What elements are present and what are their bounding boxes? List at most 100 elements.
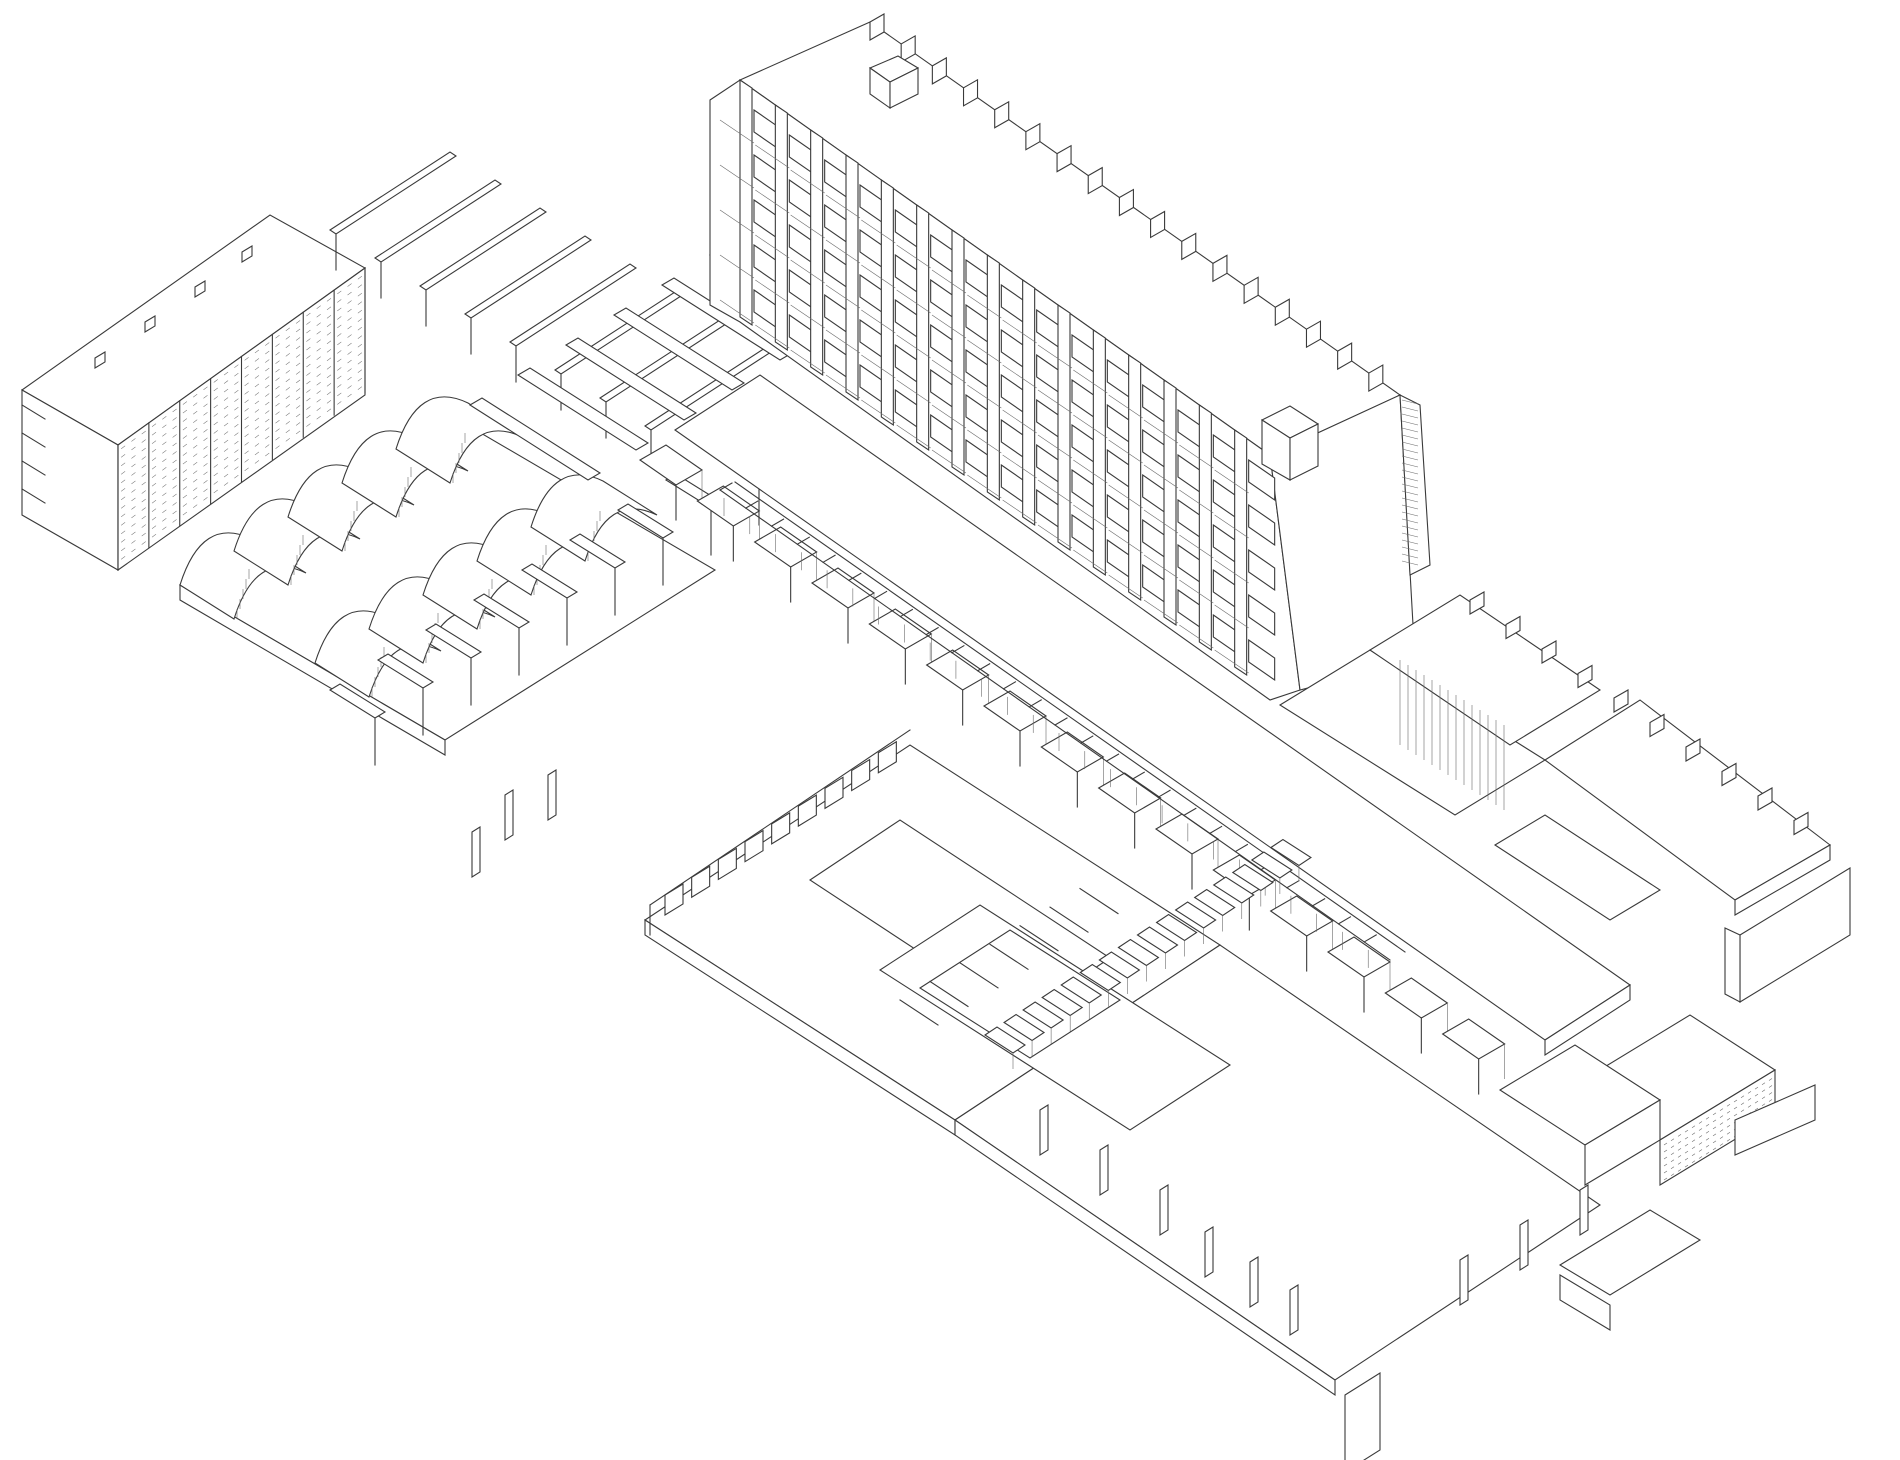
bay-floor-line xyxy=(1108,529,1143,554)
facade-perforation xyxy=(151,525,157,529)
facade-perforation xyxy=(203,403,208,408)
facade-perforation xyxy=(275,368,280,373)
facade-perforation xyxy=(213,489,218,494)
facade-perforation xyxy=(151,440,157,444)
corridor-rafter xyxy=(1208,825,1223,835)
screen-slot xyxy=(1726,1111,1731,1114)
tall-block-bays xyxy=(719,78,1276,682)
screen-slot xyxy=(1663,1170,1668,1174)
corridor-rafter xyxy=(1234,843,1249,853)
tall-block-end-wall xyxy=(1399,394,1431,576)
facade-perforation xyxy=(316,415,321,420)
facade-perforation xyxy=(337,341,342,346)
pergola-beam xyxy=(463,235,593,319)
facade-perforation xyxy=(141,447,146,452)
bay-floor-line xyxy=(1037,389,1073,414)
ground-column xyxy=(1039,1104,1049,1156)
bay-pier xyxy=(951,228,965,477)
facade-perforation xyxy=(306,321,311,325)
screen-slot xyxy=(1663,1156,1668,1160)
facade-perforation xyxy=(337,307,342,312)
facade-perforation xyxy=(316,347,321,352)
facade-perforation xyxy=(172,442,177,447)
screen-slot xyxy=(1740,1095,1745,1098)
facade-perforation xyxy=(182,401,188,405)
projecting-beam xyxy=(424,623,483,659)
slab-bay xyxy=(1154,813,1220,855)
facade-perforation xyxy=(193,410,198,415)
facade-perforation xyxy=(295,337,301,341)
screen-slot xyxy=(1733,1099,1738,1103)
facade-perforation xyxy=(193,402,198,406)
facade-perforation xyxy=(357,275,363,280)
facade-perforation xyxy=(193,461,198,466)
facade-perforation xyxy=(234,364,239,368)
inner-court-rib xyxy=(929,980,969,1008)
roof-fin xyxy=(1181,232,1197,261)
bay-pier xyxy=(880,178,894,427)
bay-floor-line xyxy=(1179,624,1214,649)
bay-floor-line xyxy=(896,334,931,359)
bay-floor-line xyxy=(1002,319,1037,344)
lower-wing-edge-beams xyxy=(649,729,911,936)
bay-floor-line xyxy=(1002,499,1037,524)
right-wing-fins xyxy=(1399,660,1505,810)
facade-perforation xyxy=(141,456,146,460)
facade-perforation xyxy=(306,346,311,351)
facade-perforation xyxy=(275,394,280,398)
screen-slot xyxy=(1726,1118,1731,1121)
facade-perforation xyxy=(193,436,198,440)
facade-perforation xyxy=(347,300,352,304)
screen-slot xyxy=(1698,1121,1703,1124)
facade-perforation xyxy=(254,375,260,379)
end-wall-course xyxy=(1401,420,1419,426)
slab-bay xyxy=(810,567,876,609)
corridor-rafter xyxy=(1002,681,1017,690)
facade-perforation xyxy=(326,306,332,311)
facade-perforation xyxy=(120,471,126,475)
facade-perforation xyxy=(162,441,167,446)
screen-slot xyxy=(1677,1162,1682,1165)
facade-perforation xyxy=(234,415,239,419)
facade-perforation xyxy=(162,526,167,531)
facade-perforation xyxy=(347,325,352,330)
facade-perforation xyxy=(162,509,167,514)
facade-perforation xyxy=(326,315,332,319)
bay-pier xyxy=(774,103,788,352)
facade-perforation xyxy=(337,299,342,303)
facade-perforation xyxy=(234,474,239,479)
facade-perforation xyxy=(265,418,270,423)
bay-floor-line xyxy=(1037,344,1073,369)
bay-floor-line xyxy=(1002,364,1037,389)
facade-perforation xyxy=(223,371,229,376)
facade-perforation xyxy=(265,401,270,406)
screen-slot xyxy=(1768,1092,1773,1095)
bay-floor-line xyxy=(1108,439,1143,464)
facade-perforation xyxy=(193,504,198,508)
facade-perforation xyxy=(151,499,157,504)
right-wing-fin xyxy=(1649,713,1665,738)
ground-column xyxy=(1249,1256,1259,1308)
facade-perforation xyxy=(172,434,177,438)
facade-perforation xyxy=(162,416,167,420)
facade-perforation xyxy=(275,445,280,449)
facade-perforation xyxy=(285,421,290,425)
screen-slot xyxy=(1768,1078,1773,1081)
bay-floor-line xyxy=(896,289,931,314)
facade-perforation xyxy=(347,291,352,296)
facade-perforation xyxy=(347,342,352,347)
screen-slot xyxy=(1726,1139,1731,1142)
facade-perforation xyxy=(203,454,208,459)
facade-perforation xyxy=(326,357,332,362)
facade-perforation xyxy=(182,452,188,456)
corridor-rafter xyxy=(1363,934,1377,943)
facade-perforation xyxy=(141,507,146,511)
right-wing xyxy=(1278,591,1851,1003)
facade-perforation xyxy=(182,469,188,473)
facade-perforation xyxy=(347,351,352,355)
facade-perforation xyxy=(326,332,332,336)
pergola-beam xyxy=(328,151,458,235)
bay-pier xyxy=(739,78,753,327)
bay-floor-line xyxy=(1073,369,1108,394)
